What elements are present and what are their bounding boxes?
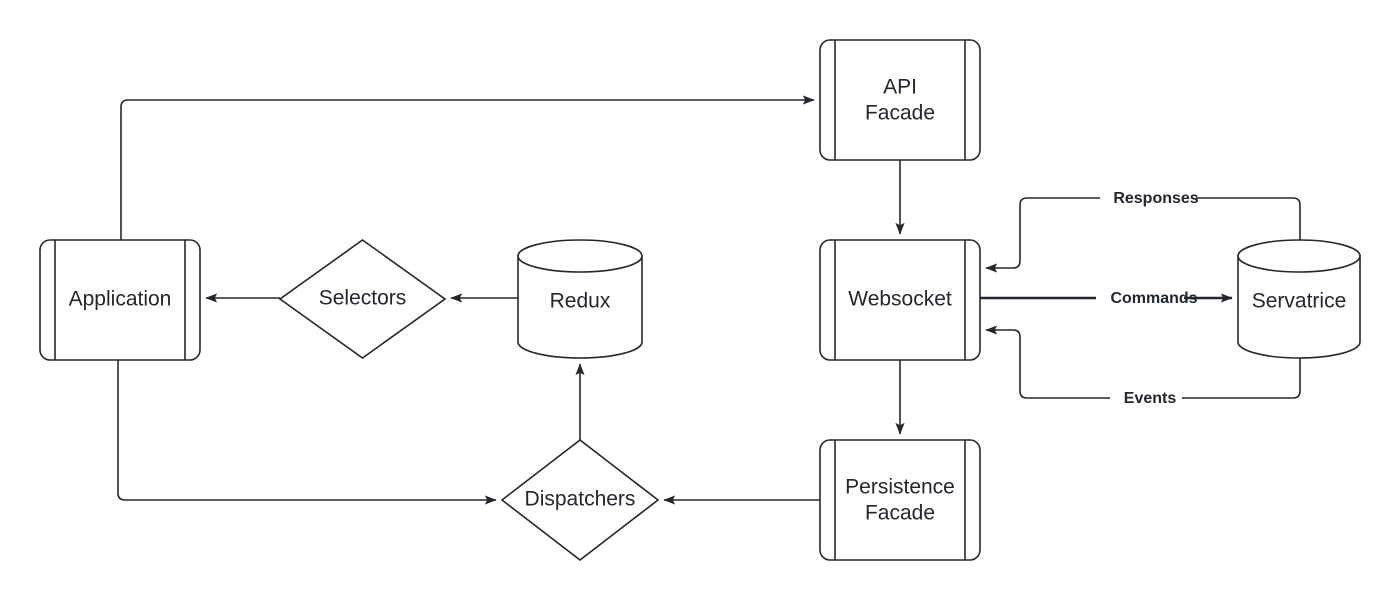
node-application[interactable]: Application	[39, 239, 201, 361]
node-api-facade[interactable]: API Facade	[819, 39, 981, 161]
edge-label-backdrop	[1100, 188, 1196, 208]
edge-path	[985, 197, 1301, 273]
node-top-ellipse	[1237, 239, 1361, 273]
node-top-ellipse	[517, 239, 643, 273]
node-body	[819, 239, 981, 361]
node-selectors[interactable]: Selectors	[278, 239, 447, 359]
edge-path	[120, 95, 815, 240]
node-body	[278, 239, 447, 359]
node-body	[1237, 255, 1361, 359]
node-redux[interactable]: Redux	[517, 239, 643, 359]
node-persistence-facade[interactable]: Persistence Facade	[819, 439, 981, 561]
node-servatrice[interactable]: Servatrice	[1237, 239, 1361, 359]
node-dispatchers[interactable]: Dispatchers	[500, 438, 660, 562]
node-websocket[interactable]: Websocket	[819, 239, 981, 361]
edge-websocket-to-servatrice-commands: Commands	[980, 288, 1233, 308]
edge-application-to-api-facade	[120, 95, 815, 240]
edge-path	[985, 325, 1301, 399]
node-body	[39, 239, 201, 361]
node-body	[819, 39, 981, 161]
edge-label-backdrop	[1110, 388, 1182, 408]
edge-label-backdrop	[1096, 288, 1184, 308]
node-body	[819, 439, 981, 561]
node-body	[500, 438, 660, 562]
edge-path	[117, 360, 497, 505]
node-body	[517, 255, 643, 359]
edge-application-to-dispatchers	[117, 360, 497, 505]
